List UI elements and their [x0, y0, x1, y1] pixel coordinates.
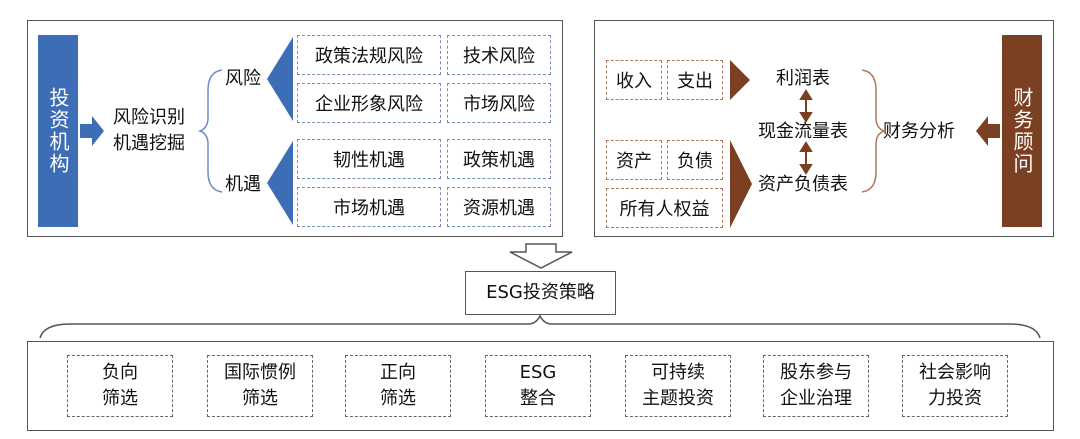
- risk-market: 市场风险: [447, 83, 551, 123]
- income-box: 收入: [606, 60, 662, 100]
- financial-advisor-label: 财务顾问: [1010, 87, 1034, 175]
- liabilities-box: 负债: [667, 140, 723, 180]
- statements-brace: [861, 69, 887, 193]
- income-statement-label: 利润表: [776, 68, 830, 89]
- strategies-brace: [39, 314, 1041, 339]
- financial-advisor-panel: [594, 20, 1054, 237]
- process-label-line2: 机遇挖掘: [113, 133, 185, 154]
- strategy-impact-investing: 社会影响力投资: [902, 355, 1008, 417]
- strategy-shareholder-engagement: 股东参与企业治理: [763, 355, 869, 417]
- institution-arrow: [80, 116, 104, 146]
- strategy-sustainability-themed: 可持续主题投资: [625, 355, 731, 417]
- investment-institution-panel: [27, 20, 563, 237]
- risk-label: 风险: [225, 68, 261, 89]
- financial-analysis-label: 财务分析: [883, 121, 955, 142]
- risk-policy-regulation: 政策法规风险: [297, 35, 441, 75]
- financial-advisor-bar: 财务顾问: [1002, 35, 1042, 227]
- strategy-norms-based-screening: 国际惯例筛选: [207, 355, 313, 417]
- strategy-negative-screening: 负向筛选: [67, 355, 173, 417]
- risk-opportunity-brace: [197, 69, 223, 193]
- investment-institution-label: 投资机构: [46, 87, 70, 175]
- advisor-arrow: [976, 116, 1000, 146]
- assets-box: 资产: [606, 140, 662, 180]
- opportunity-resource: 资源机遇: [447, 187, 551, 227]
- opportunity-policy: 政策机遇: [447, 139, 551, 179]
- income-expense-triangle: [730, 60, 750, 100]
- esg-strategy-box: ESG投资策略: [465, 271, 616, 315]
- equity-box: 所有人权益: [606, 188, 723, 228]
- income-cashflow-arrow: [799, 89, 813, 123]
- risk-corporate-image: 企业形象风险: [297, 83, 441, 123]
- balance-sheet-label: 资产负债表: [758, 174, 848, 195]
- opportunity-triangle: [267, 141, 293, 225]
- risk-triangle: [267, 37, 293, 121]
- process-label-line1: 风险识别: [113, 107, 185, 128]
- opportunity-market: 市场机遇: [297, 187, 441, 227]
- expense-box: 支出: [667, 60, 723, 100]
- opportunity-resilience: 韧性机遇: [297, 139, 441, 179]
- cashflow-balance-arrow: [799, 141, 813, 175]
- opportunity-label: 机遇: [225, 174, 261, 195]
- strategy-positive-screening: 正向筛选: [345, 355, 451, 417]
- risk-technology: 技术风险: [447, 35, 551, 75]
- down-arrow: [509, 243, 573, 269]
- cash-flow-statement-label: 现金流量表: [758, 121, 848, 142]
- investment-institution-bar: 投资机构: [38, 35, 78, 227]
- assets-liabilities-triangle: [730, 140, 752, 228]
